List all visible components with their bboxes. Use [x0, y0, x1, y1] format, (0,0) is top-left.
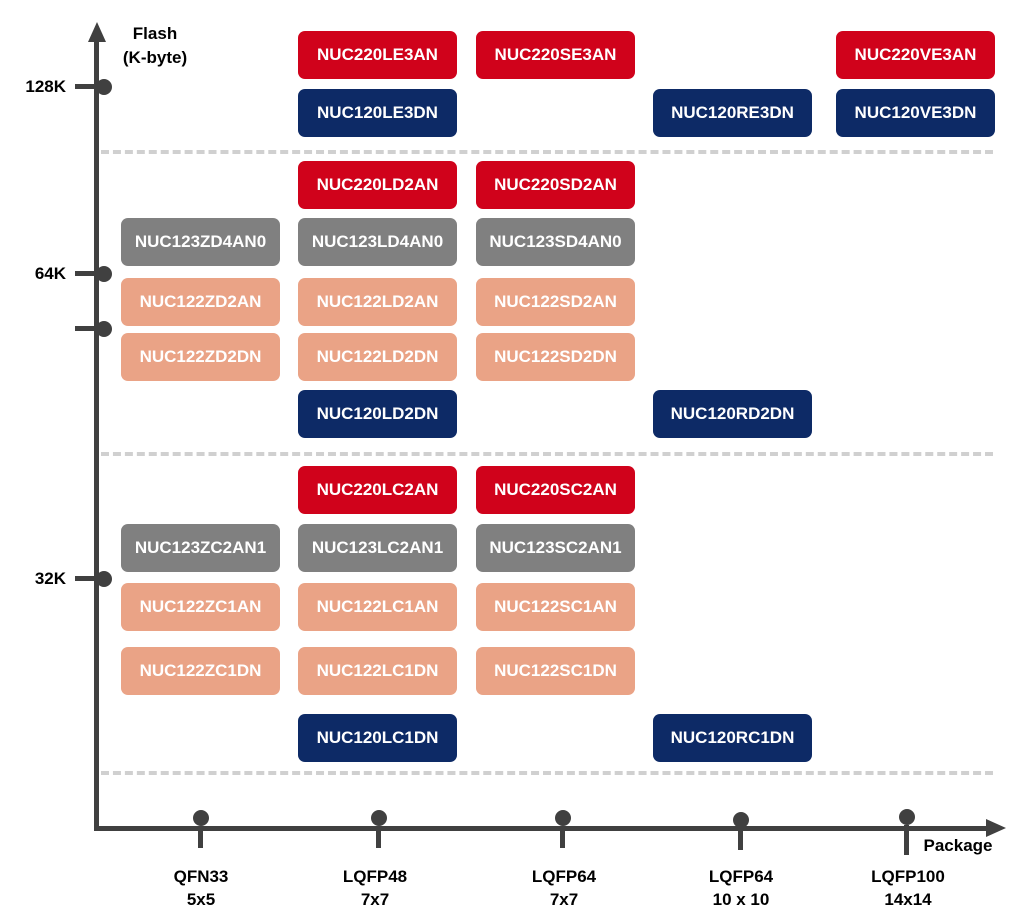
part-chip: NUC122LC1DN [298, 647, 457, 695]
x-tick-dot [733, 812, 749, 828]
part-chip: NUC220LE3AN [298, 31, 457, 79]
grid-separator [101, 771, 993, 775]
part-chip: NUC120RD2DN [653, 390, 812, 438]
x-tick-dot [555, 810, 571, 826]
part-chip: NUC120RE3DN [653, 89, 812, 137]
x-label-line2: 14x14 [884, 890, 932, 909]
part-chip: NUC220LC2AN [298, 466, 457, 514]
part-chip: NUC120VE3DN [836, 89, 995, 137]
y-tick-64k [75, 271, 101, 276]
x-label-line2: 5x5 [186, 890, 216, 909]
x-tick-lqfp48 [376, 826, 381, 848]
y-tick-32k [75, 576, 101, 581]
x-label-line2: 10 x 10 [712, 890, 770, 909]
x-tick-dot [193, 810, 209, 826]
x-tick-lqfp100 [904, 825, 909, 855]
part-chip: NUC123ZC2AN1 [121, 524, 280, 572]
x-tick-qfn33 [198, 826, 203, 848]
y-tick-label-32k: 32K [34, 569, 66, 588]
x-label-line2: 7x7 [549, 890, 579, 909]
x-label-qfn33: QFN33 5x5 [141, 865, 261, 911]
y-axis-line [94, 38, 99, 831]
y-tick-label-64k: 64K [34, 264, 66, 283]
part-chip: NUC123ZD4AN0 [121, 218, 280, 266]
x-tick-dot [371, 810, 387, 826]
part-chip: NUC122ZC1AN [121, 583, 280, 631]
y-tick-dot [96, 571, 112, 587]
x-label-line1: LQFP64 [708, 867, 774, 886]
part-chip: NUC123SD4AN0 [476, 218, 635, 266]
grid-separator [101, 150, 993, 154]
x-label-line1: LQFP100 [871, 867, 945, 886]
part-chip: NUC122LD2AN [298, 278, 457, 326]
y-tick-dot [96, 266, 112, 282]
x-axis-title: Package [923, 836, 993, 855]
y-tick-128k [75, 84, 101, 89]
part-chip: NUC123LD4AN0 [298, 218, 457, 266]
x-label-lqfp64-10x10: LQFP64 10 x 10 [681, 865, 801, 911]
y-axis-title-line2: (K-byte) [122, 48, 188, 67]
x-label-lqfp48: LQFP48 7x7 [315, 865, 435, 911]
part-chip: NUC122SC1AN [476, 583, 635, 631]
x-tick-lqfp64-10x10 [738, 828, 743, 850]
x-label-line1: QFN33 [173, 867, 229, 886]
part-chip: NUC122ZC1DN [121, 647, 280, 695]
y-tick-label-128k: 128K [25, 77, 66, 96]
part-chip: NUC122ZD2DN [121, 333, 280, 381]
part-chip: NUC122SD2DN [476, 333, 635, 381]
part-chip: NUC220LD2AN [298, 161, 457, 209]
grid-separator [101, 452, 993, 456]
y-axis-title-line1: Flash [132, 24, 178, 43]
part-chip: NUC123LC2AN1 [298, 524, 457, 572]
x-tick-dot [899, 809, 915, 825]
part-chip: NUC220SC2AN [476, 466, 635, 514]
part-chip: NUC120LE3DN [298, 89, 457, 137]
part-chip: NUC220SD2AN [476, 161, 635, 209]
part-chip: NUC122ZD2AN [121, 278, 280, 326]
y-axis-title: Flash (K-byte) [105, 22, 205, 70]
part-chip: NUC122LC1AN [298, 583, 457, 631]
part-chip: NUC122SD2AN [476, 278, 635, 326]
x-label-line2: 7x7 [360, 890, 390, 909]
y-tick-unlabeled [75, 326, 101, 331]
part-chip: NUC122LD2DN [298, 333, 457, 381]
x-label-lqfp100: LQFP100 14x14 [848, 865, 968, 911]
x-label-line1: LQFP64 [531, 867, 597, 886]
x-label-line1: LQFP48 [342, 867, 408, 886]
x-label-lqfp64: LQFP64 7x7 [504, 865, 624, 911]
part-chip: NUC120LC1DN [298, 714, 457, 762]
part-chip: NUC120RC1DN [653, 714, 812, 762]
y-axis-arrow [88, 22, 106, 42]
part-chip: NUC220SE3AN [476, 31, 635, 79]
x-axis-line [94, 826, 989, 831]
part-chip: NUC122SC1DN [476, 647, 635, 695]
y-tick-dot [96, 79, 112, 95]
part-chip: NUC120LD2DN [298, 390, 457, 438]
x-axis-arrow [986, 819, 1006, 837]
part-chip: NUC123SC2AN1 [476, 524, 635, 572]
x-tick-lqfp64 [560, 826, 565, 848]
part-chip: NUC220VE3AN [836, 31, 995, 79]
y-tick-dot [96, 321, 112, 337]
